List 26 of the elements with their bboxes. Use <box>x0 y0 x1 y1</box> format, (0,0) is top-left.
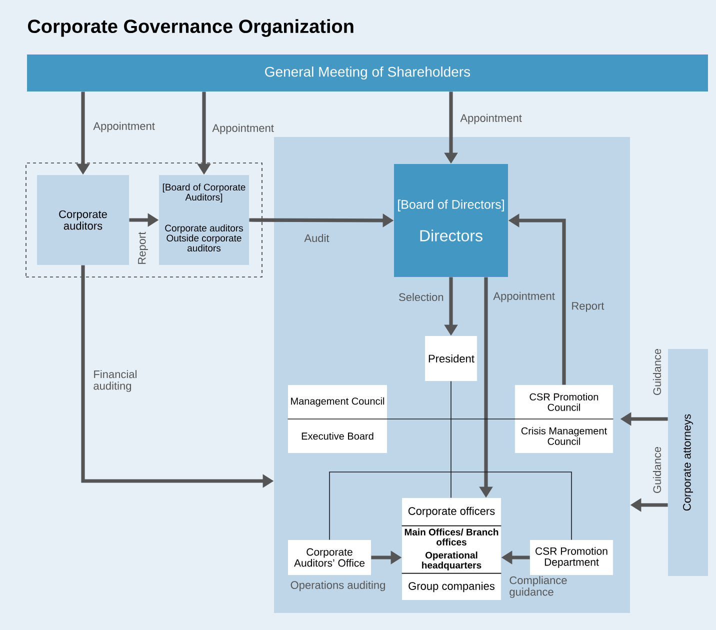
edge-label: Selection <box>399 292 444 302</box>
org-box: CSR Promotion Council Crisis Management Council <box>515 385 613 453</box>
edge-label: Financial auditing <box>94 370 136 392</box>
edge-label: Report <box>572 302 604 312</box>
side-box: Corporate attorneys <box>668 349 708 576</box>
edge-label: Guidance <box>652 348 662 395</box>
org-box: Management Council Executive Board <box>288 385 387 453</box>
edge-label: Compliance guidance <box>510 576 567 598</box>
edge-label: Operations auditing <box>290 580 385 592</box>
edge-label: Audit <box>304 234 330 242</box>
edge-label: Appointment <box>212 124 274 134</box>
title: Corporate Governance Organization <box>28 19 354 37</box>
org-box: [Board of Directors] Directors <box>394 164 508 277</box>
org-box: Corporate officers Main Offices/ Branch offices Operational headquarters Group companies <box>402 498 501 600</box>
org-box: President <box>425 336 477 381</box>
org-box: CSR Promotion Department <box>530 540 613 575</box>
dashed-group-frame <box>26 162 262 278</box>
edge-label: Appointment <box>460 114 522 124</box>
org-box: Corporate auditors <box>37 175 129 265</box>
edge-label: Guidance <box>652 446 662 493</box>
org-box: [Board of Corporate Auditors] Corporate auditors Outside corporate auditors <box>159 175 249 265</box>
org-box: Corporate Auditors’ Office <box>288 540 371 575</box>
edge-label: Report <box>138 232 148 264</box>
edge-label: Appointment <box>93 122 155 132</box>
edge-label: Appointment <box>493 292 555 302</box>
header-bar: General Meeting of Shareholders <box>27 54 708 92</box>
